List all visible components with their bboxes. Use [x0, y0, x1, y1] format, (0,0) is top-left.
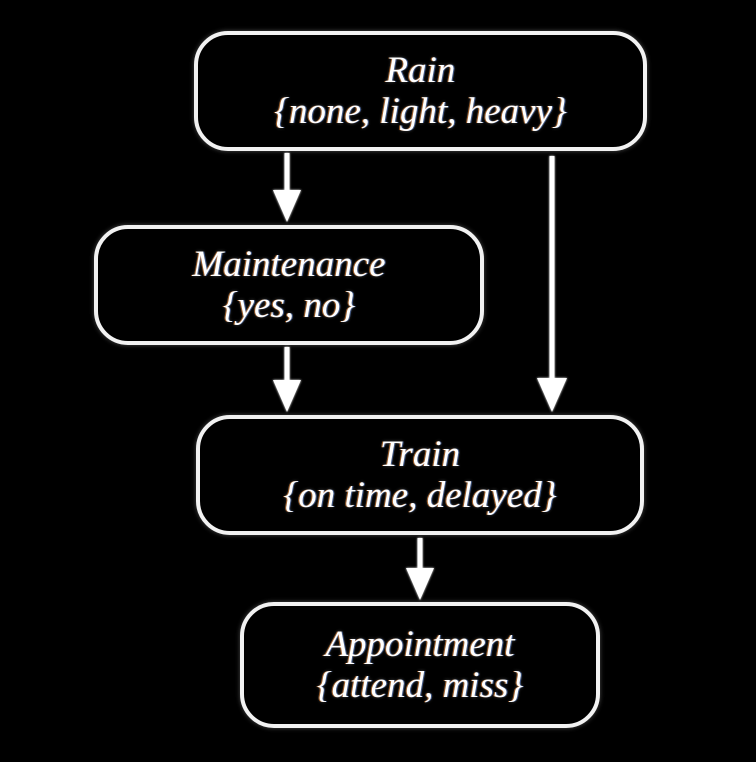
- node-train-states: {on time, delayed}: [283, 475, 557, 516]
- node-rain-label: Rain: [385, 49, 456, 91]
- node-train-label: Train: [379, 433, 461, 475]
- node-rain-states: {none, light, heavy}: [274, 91, 567, 132]
- node-appointment-label: Appointment: [325, 623, 515, 665]
- node-maintenance-label: Maintenance: [192, 243, 386, 285]
- node-rain[interactable]: Rain {none, light, heavy}: [194, 31, 647, 151]
- node-maintenance-states: {yes, no}: [222, 285, 356, 326]
- node-train[interactable]: Train {on time, delayed}: [196, 415, 644, 535]
- edge-rain-to-maintenance: [273, 153, 301, 222]
- node-appointment-states: {attend, miss}: [316, 665, 524, 706]
- node-maintenance[interactable]: Maintenance {yes, no}: [94, 225, 484, 345]
- edge-maintenance-to-train: [273, 347, 301, 412]
- edge-train-to-appointment: [406, 538, 434, 600]
- node-appointment[interactable]: Appointment {attend, miss}: [240, 602, 600, 728]
- edge-rain-to-train: [537, 156, 567, 412]
